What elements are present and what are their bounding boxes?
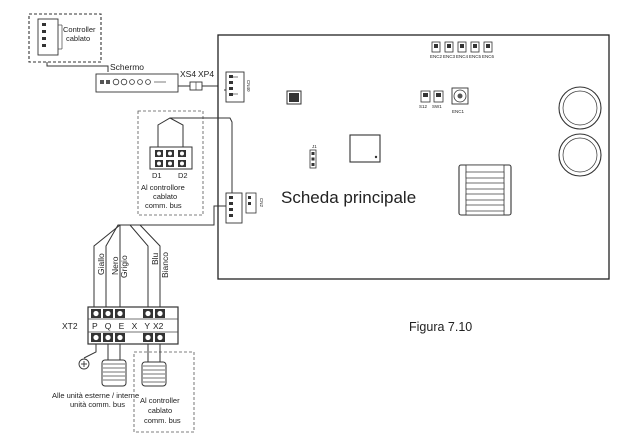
bottom-controller-dashed-box — [133, 351, 195, 433]
d2-label: D2 — [178, 171, 188, 180]
dip-label-4: ENC5 — [469, 54, 482, 59]
wire-label-blu: Blu — [150, 252, 160, 265]
controller-top-connector — [37, 18, 59, 56]
figure-caption: Figura 7.10 — [409, 320, 472, 334]
controller-top-label-2: cablato — [66, 34, 90, 43]
controller-cable — [46, 62, 109, 72]
dip-switch-row — [431, 41, 493, 53]
wire-blu — [129, 224, 149, 308]
wire-bianco — [139, 224, 161, 308]
controller-top-pins — [42, 23, 63, 50]
j1-label: J1 — [312, 144, 317, 149]
sw-label-1: S12 — [419, 104, 428, 109]
dip-label-1: ENC2 — [430, 54, 443, 59]
d1-d2-dashed-box — [137, 110, 204, 216]
controller-top-dashed-box — [28, 13, 102, 63]
scheda-principale-label: Scheda principale — [281, 188, 416, 207]
alle-unita-label-1: Alle unità esterne / interne — [52, 391, 139, 400]
al-controllore-label-2: cablato — [153, 192, 177, 201]
xp4-label: XP4 — [198, 69, 214, 79]
wire-label-giallo: Giallo — [96, 253, 106, 275]
al-controllore-label-3: comm. bus — [145, 201, 182, 210]
schermo-label: Schermo — [110, 62, 144, 72]
wire-nero — [105, 224, 214, 308]
xt2-screws-top — [91, 309, 165, 318]
xt2-terminal-letters: P Q E X Y — [92, 321, 150, 331]
xt2-label: XT2 — [62, 321, 78, 331]
switch-pair — [420, 90, 444, 103]
wire-label-nero: Nero — [110, 256, 120, 275]
controller-top-label-1: Controller — [63, 25, 96, 34]
al-controller-bottom-label-3: comm. bus — [144, 416, 181, 425]
display-panel — [95, 73, 179, 93]
x2-label: X2 — [153, 321, 164, 331]
display-panel-icons — [100, 78, 166, 86]
xt2-screws-bottom — [91, 333, 165, 342]
wire-label-grigio: Grigio — [119, 255, 129, 278]
al-controller-bottom-label-2: cablato — [148, 406, 172, 415]
dip-label-3: ENC4 — [456, 54, 469, 59]
d1-d2-loop — [157, 117, 184, 148]
al-controller-bottom-label-1: Al controller — [140, 396, 180, 405]
cn-mid-label: CN2 — [259, 198, 264, 207]
xs4-label: XS4 — [180, 69, 196, 79]
sw-label-2: SW1 — [432, 104, 442, 109]
cn-mid-connector — [225, 192, 243, 224]
enc1-label: ENC1 — [452, 109, 465, 114]
d1-label: D1 — [152, 171, 162, 180]
cn-top-connector — [225, 71, 245, 103]
capacitor-top — [558, 86, 602, 130]
main-board — [217, 34, 610, 280]
wire-label-bianco: Bianco — [160, 252, 170, 278]
alle-unita-label-2: unità comm. bus — [70, 400, 125, 409]
d1-d2-screws — [155, 150, 186, 167]
dip-label-2: ENC3 — [443, 54, 456, 59]
al-controllore-label-1: Al controllore — [141, 183, 185, 192]
cable-bundle-left — [101, 359, 127, 387]
cn-top-label: CN40 — [246, 80, 251, 92]
capacitor-bottom — [558, 133, 602, 177]
transformer — [458, 164, 512, 216]
dip-label-5: ENC6 — [482, 54, 495, 59]
